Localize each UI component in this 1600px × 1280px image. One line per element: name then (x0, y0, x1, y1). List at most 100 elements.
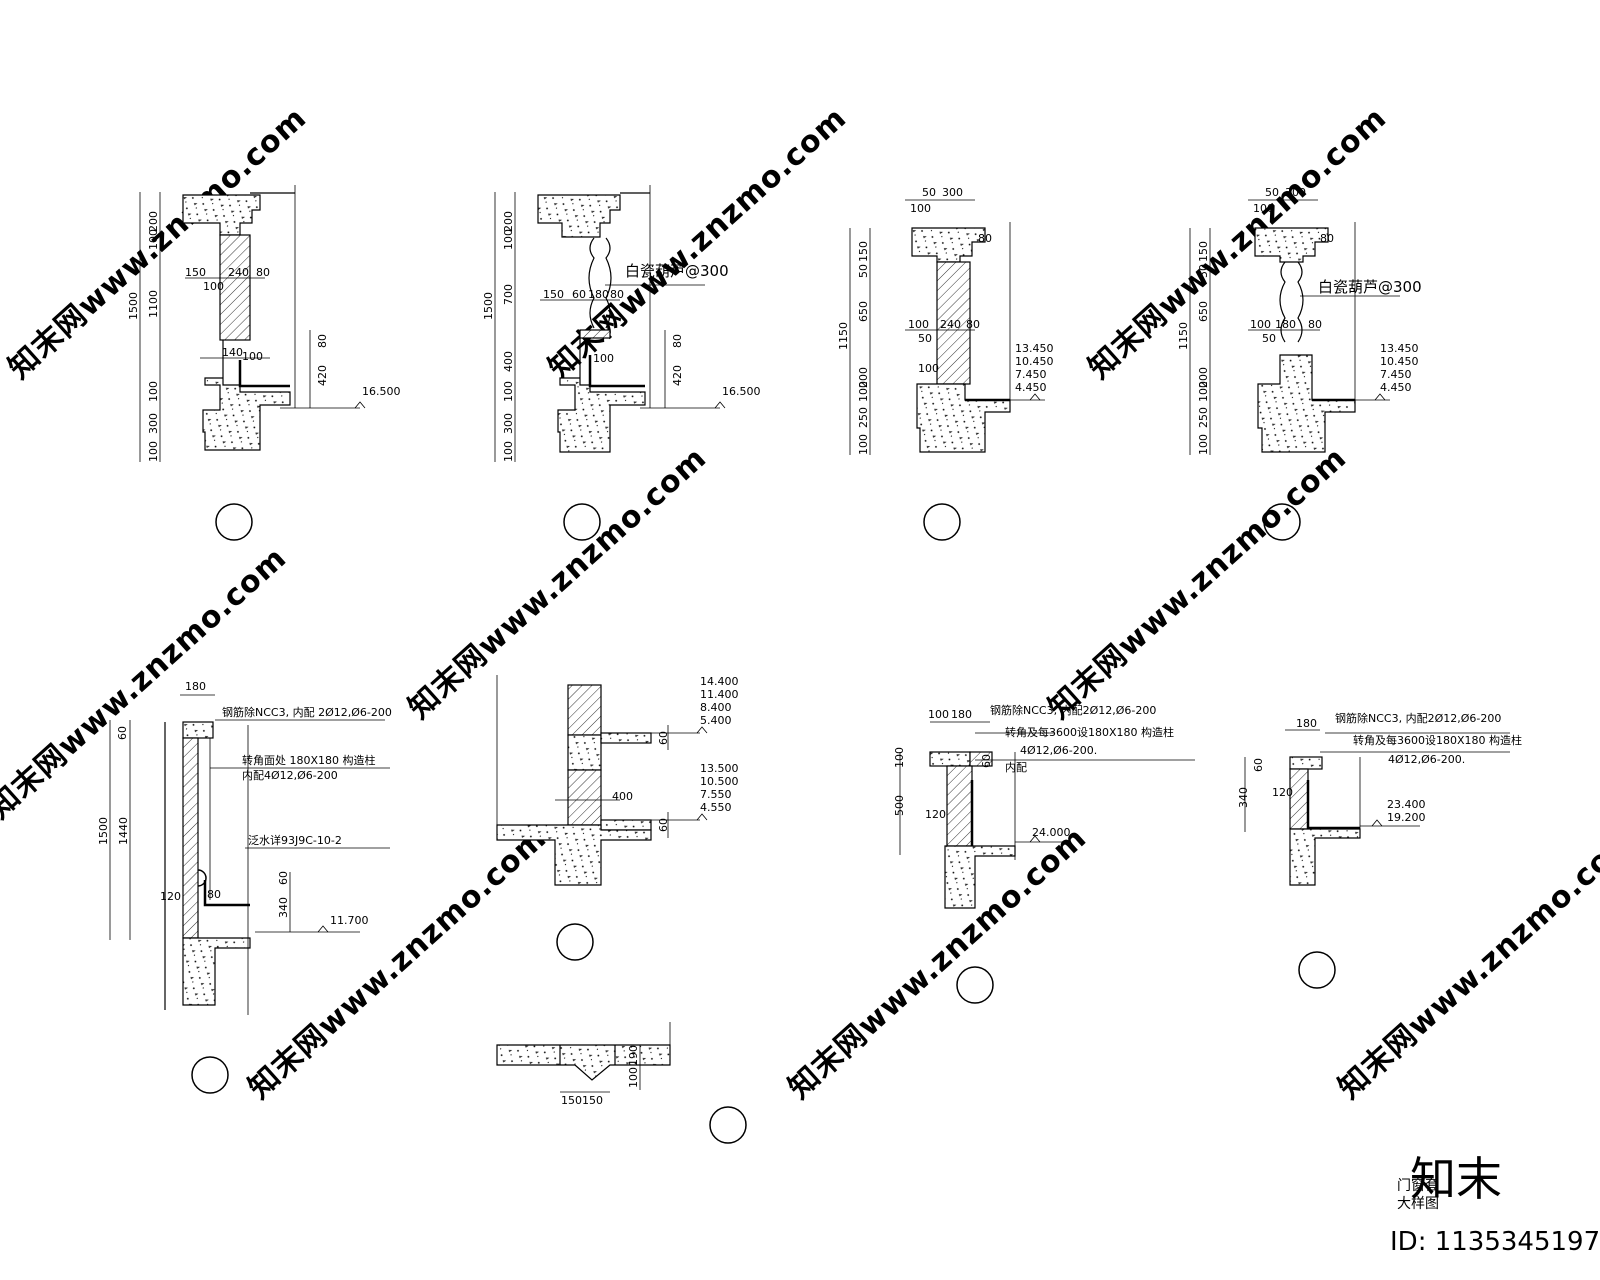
dimension-label: 白瓷葫芦@300 (625, 262, 729, 280)
watermark-text: 知末网www.znzmo.com (402, 440, 714, 726)
dimension-label: 250 (857, 407, 870, 428)
dimension-label: 1500 (127, 292, 140, 320)
dimension-label: 内配 (1005, 760, 1027, 774)
dimension-label: 60 (277, 871, 290, 885)
detail-3-base (916, 383, 1011, 453)
dimension-label: 340 (277, 897, 290, 918)
dimension-label: 240 (940, 318, 961, 331)
dimension-label: 泛水详93J9C-10-2 (248, 833, 342, 847)
detail-7 (899, 721, 1195, 1004)
dimension-label: 650 (1197, 301, 1210, 322)
dimension-label: 60 (1252, 758, 1265, 772)
detail-3-cap (911, 227, 986, 263)
dimension-label: 4.450 (1015, 381, 1047, 394)
dimension-label: 200 (502, 211, 515, 232)
dimension-label: 120 (1272, 786, 1293, 799)
detail-6-wall-upper (567, 684, 602, 736)
dimension-label: 5.400 (700, 714, 732, 727)
detail-5-wall (182, 737, 199, 939)
dimension-label: 340 (1237, 787, 1250, 808)
dimension-label: 80 (1308, 318, 1322, 331)
dimension-label: 100 (1253, 202, 1274, 215)
dimension-label: 420 (316, 365, 329, 386)
dimension-label: 1100 (147, 290, 160, 318)
dimension-label: 16.500 (362, 385, 401, 398)
dimension-label: 100 (908, 318, 929, 331)
dimension-label: 150 (185, 266, 206, 279)
dimension-label: 钢筋除NCC3, 内配2Ø12,Ø6-200 (990, 703, 1156, 717)
dimension-label: 50 (918, 332, 932, 345)
dimension-label: 白瓷葫芦@300 (1318, 278, 1422, 296)
detail-8-base (1289, 828, 1361, 886)
dimension-label: 100 (857, 434, 870, 455)
dimension-label: 60 (657, 731, 670, 745)
dimension-label: 80 (966, 318, 980, 331)
dimension-label: 14.400 (700, 675, 739, 688)
dimension-label: 150 (1197, 241, 1210, 262)
dimension-label: 80 (1320, 232, 1334, 245)
dimension-label: 300 (147, 413, 160, 434)
dimension-label: 150 (561, 1094, 582, 1107)
dimension-label: 180 (1296, 717, 1317, 730)
dimension-label: 150 (857, 241, 870, 262)
dimension-label: 60 (116, 726, 129, 740)
dimension-label: 60 (572, 288, 586, 301)
dimension-label: 100 (502, 229, 515, 250)
dimension-label: 50 (1265, 186, 1279, 199)
dimension-label: 50 (922, 186, 936, 199)
dimension-label: 7.550 (700, 788, 732, 801)
detail-6-slab-upper (600, 732, 652, 744)
dimension-label: 11.700 (330, 914, 369, 927)
dimension-label: 1500 (482, 292, 495, 320)
detail-8 (1244, 729, 1510, 989)
dimension-label: 23.400 (1387, 798, 1426, 811)
dimension-label: 180 (185, 680, 206, 693)
title-line-2: 大样图 (1397, 1196, 1439, 1212)
dimension-label: 250 (1197, 407, 1210, 428)
dimension-label: 100 (893, 747, 906, 768)
detail-4 (1189, 199, 1400, 541)
dimension-label: 200 (857, 367, 870, 388)
dimension-label: 1440 (117, 817, 130, 845)
dimension-label: 100 (857, 381, 870, 402)
detail-9 (496, 1022, 747, 1144)
dimension-label: 13.450 (1015, 342, 1054, 355)
dimension-label: 24.000 (1032, 826, 1071, 839)
title-line-1: 门窗套 (1397, 1177, 1439, 1194)
dimension-label: 13.450 (1380, 342, 1419, 355)
dimension-label: 190 (627, 1045, 640, 1066)
detail-6-labels: 60 400 60 14.400 11.400 8.400 5.400 13.5… (612, 675, 739, 832)
dimension-label: 内配4Ø12,Ø6-200 (242, 768, 338, 782)
dimension-label: 50 (1262, 332, 1276, 345)
detail-2-cap (537, 194, 621, 238)
detail-1 (139, 185, 366, 541)
dimension-label: 1150 (1177, 322, 1190, 350)
image-id-label: ID: 1135345197 (1390, 1227, 1600, 1257)
dimension-label: 19.200 (1387, 811, 1426, 824)
dimension-label: 10.500 (700, 775, 739, 788)
watermark-text: 知末网www.znzmo.com (782, 820, 1094, 1106)
dimension-label: 100 (1197, 434, 1210, 455)
detail-5-labels: 180 60 1500 1440 60 120 80 340 钢筋除NCC3, … (97, 680, 392, 927)
dimension-label: 100 (203, 280, 224, 293)
dimension-label: 钢筋除NCC3, 内配 2Ø12,Ø6-200 (222, 705, 392, 719)
dimension-label: 500 (893, 795, 906, 816)
dimension-label: 50 (857, 264, 870, 278)
dimension-label: 150 (543, 288, 564, 301)
dimension-label: 7.450 (1015, 368, 1047, 381)
dimension-label: 100 (1197, 381, 1210, 402)
dimension-label: 180 (1275, 318, 1296, 331)
dimension-label: 80 (610, 288, 624, 301)
detail-2-base (557, 338, 646, 453)
dimension-label: 60 (980, 754, 993, 768)
dimension-label: 1150 (837, 322, 850, 350)
dimension-label: 300 (502, 413, 515, 434)
dimension-label: 420 (671, 365, 684, 386)
detail-6 (496, 675, 708, 961)
dimension-label: 400 (612, 790, 633, 803)
dimension-label: 4.450 (1380, 381, 1412, 394)
detail-4-labels: 50 300 100 80 150 50 1150 650 100 180 80… (1177, 186, 1422, 455)
detail-8-labels: 180 60 120 340 钢筋除NCC3, 内配2Ø12,Ø6-200 转角… (1237, 711, 1522, 824)
detail-1-base (202, 340, 291, 451)
dimension-label: 100 (918, 362, 939, 375)
